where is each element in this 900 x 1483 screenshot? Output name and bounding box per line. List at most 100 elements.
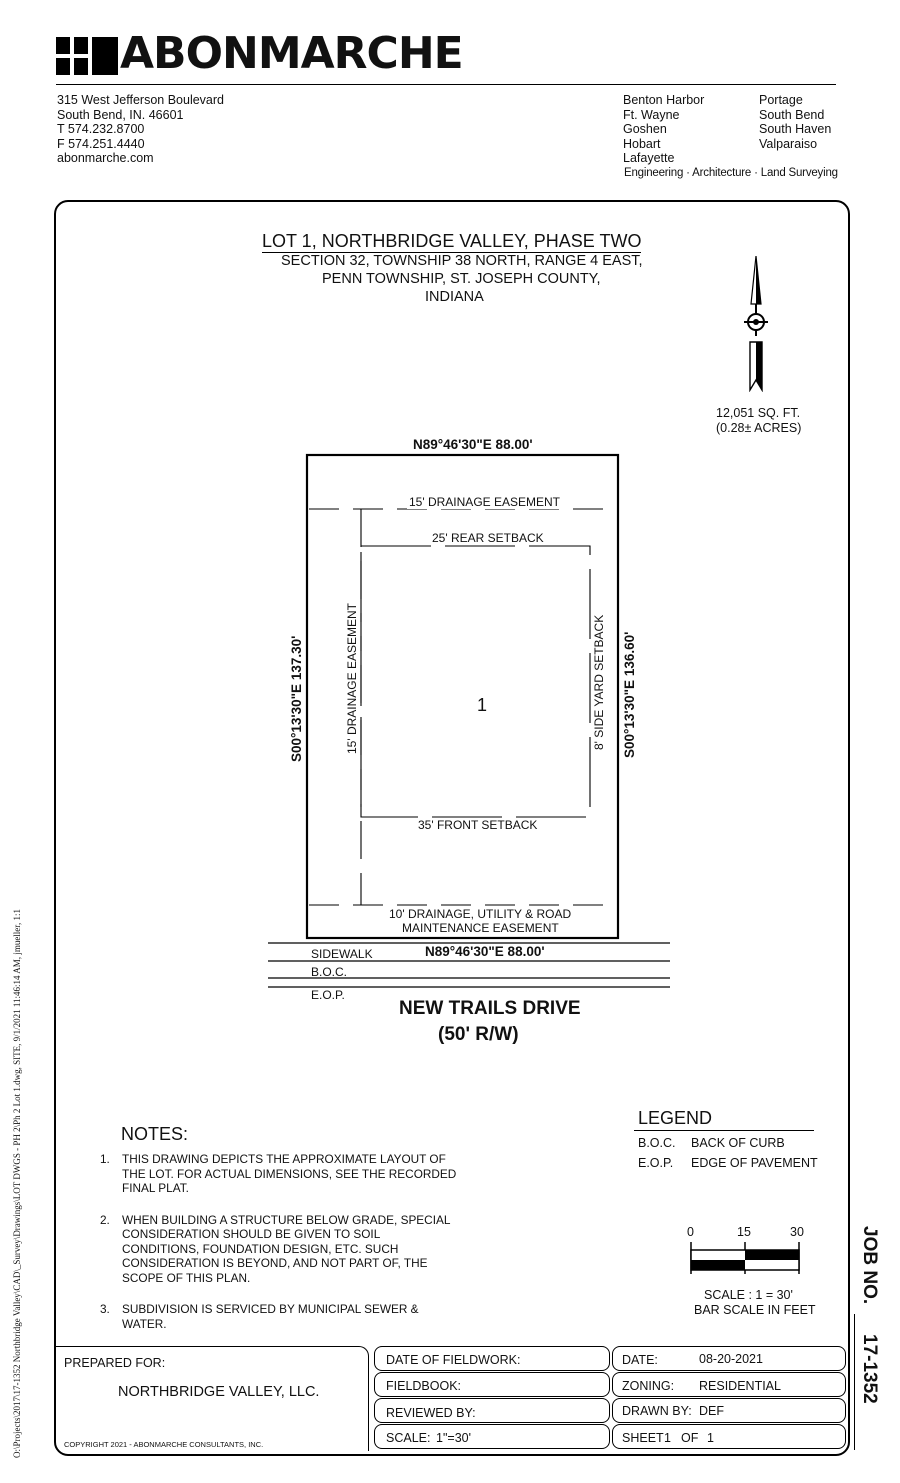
client-name: NORTHBRIDGE VALLEY, LLC. xyxy=(118,1384,320,1400)
logo-wordmark: ABONMARCHE xyxy=(120,28,464,79)
office-item: Valparaiso xyxy=(759,136,818,151)
logo-mark-icon xyxy=(56,37,118,75)
sheet-border xyxy=(54,200,850,1456)
job-rule xyxy=(854,1314,855,1450)
office-item: South Bend xyxy=(759,107,825,122)
legend-desc: BACK OF CURB xyxy=(691,1136,785,1150)
office-item: Goshen xyxy=(623,122,667,137)
office-list-2: Portage South Bend South Haven Valparais… xyxy=(759,93,831,151)
front-setback-label: 35' FRONT SETBACK xyxy=(418,818,538,832)
fieldwork-label: DATE OF FIELDWORK: xyxy=(386,1353,521,1367)
legend-desc: EDGE OF PAVEMENT xyxy=(691,1156,818,1170)
tb-cell-fieldbook xyxy=(374,1372,610,1397)
office-item: Ft. Wayne xyxy=(623,107,680,122)
plan-subtitle-3: INDIANA xyxy=(425,289,484,305)
note-text: WHEN BUILDING A STRUCTURE BELOW GRADE, S… xyxy=(122,1212,450,1285)
lot-area-acres: (0.28± ACRES) xyxy=(716,421,802,435)
office-item: Lafayette xyxy=(623,151,675,166)
bar-scale-caption: BAR SCALE IN FEET xyxy=(694,1303,816,1317)
sheet-of: OF xyxy=(681,1431,699,1445)
tb-cell-date xyxy=(612,1346,846,1371)
tb-cell-zoning xyxy=(612,1372,846,1397)
date-label: DATE: xyxy=(622,1353,658,1367)
north-arrow-icon xyxy=(744,256,768,392)
scale-tick-15: 15 xyxy=(737,1225,751,1239)
legend-heading: LEGEND xyxy=(638,1108,713,1128)
plan-subtitle-2: PENN TOWNSHIP, ST. JOSEPH COUNTY, xyxy=(322,271,601,287)
phone-line: T 574.232.8700 xyxy=(57,122,145,137)
tb-cell-sheet xyxy=(612,1424,846,1449)
side-easement-label: 15' DRAINAGE EASEMENT xyxy=(345,601,359,756)
prepared-for-box xyxy=(56,1346,369,1451)
zoning-value: RESIDENTIAL xyxy=(699,1379,781,1393)
left-bearing: S00°13'30"E 137.30' xyxy=(289,635,304,762)
note-item: 3. SUBDIVISION IS SERVICED BY MUNICIPAL … xyxy=(98,1302,458,1331)
office-list-1: Benton Harbor Ft. Wayne Goshen Hobart La… xyxy=(623,93,704,166)
office-item: South Haven xyxy=(759,122,832,137)
front-easement-label-2: MAINTENANCE EASEMENT xyxy=(402,921,559,935)
sheet-number: 1 xyxy=(664,1431,671,1445)
scale-value: 1"=30' xyxy=(436,1431,471,1445)
top-bearing: N89°46'30"E 88.00' xyxy=(413,437,533,452)
job-label: JOB NO. xyxy=(859,1226,880,1305)
sidewalk-label: SIDEWALK xyxy=(311,947,373,961)
note-number: 2. xyxy=(100,1212,110,1227)
plan-title: LOT 1, NORTHBRIDGE VALLEY, PHASE TWO xyxy=(262,231,642,253)
notes-list: 1. THIS DRAWING DEPICTS THE APPROXIMATE … xyxy=(98,1152,458,1331)
tb-cell-scale xyxy=(374,1424,610,1449)
tb-cell-drawn xyxy=(612,1398,846,1423)
front-easement-label-1: 10' DRAINAGE, UTILITY & ROAD xyxy=(389,907,572,921)
eop-label: E.O.P. xyxy=(311,988,345,1002)
prepared-for-label: PREPARED FOR: xyxy=(64,1356,166,1370)
drawn-by-label: DRAWN BY: xyxy=(622,1404,692,1418)
tb-cell-fieldwork xyxy=(374,1346,610,1371)
fax-line: F 574.251.4440 xyxy=(57,136,145,151)
notes-heading: NOTES: xyxy=(121,1124,189,1144)
scale-label: SCALE: xyxy=(386,1431,431,1445)
rear-setback-label: 25' REAR SETBACK xyxy=(430,531,546,545)
office-item: Portage xyxy=(759,93,803,107)
legend-rule xyxy=(634,1130,814,1131)
sheet-label: SHEET xyxy=(622,1431,664,1445)
office-item: Benton Harbor xyxy=(623,93,705,107)
lot-boundary xyxy=(305,453,620,940)
building-setback-line xyxy=(360,545,591,818)
legend-abbr: E.O.P. xyxy=(638,1156,674,1170)
lot-number: 1 xyxy=(477,695,488,715)
scale-tick-30: 30 xyxy=(790,1225,804,1239)
right-bearing: S00°13'30"E 136.60' xyxy=(622,631,637,758)
copyright: COPYRIGHT 2021 - ABONMARCHE CONSULTANTS,… xyxy=(64,1440,264,1449)
rear-easement-label: 15' DRAINAGE EASEMENT xyxy=(407,495,562,509)
note-item: 1. THIS DRAWING DEPICTS THE APPROXIMATE … xyxy=(98,1152,458,1196)
note-number: 1. xyxy=(100,1152,110,1166)
note-text: THIS DRAWING DEPICTS THE APPROXIMATE LAY… xyxy=(122,1152,457,1195)
plan-subtitle-1: SECTION 32, TOWNSHIP 38 NORTH, RANGE 4 E… xyxy=(281,253,643,269)
company-logo: ABONMARCHE xyxy=(56,28,464,79)
office-item: Hobart xyxy=(623,136,661,151)
services-line: Engineering · Architecture · Land Survey… xyxy=(624,167,838,179)
note-item: 2. WHEN BUILDING A STRUCTURE BELOW GRADE… xyxy=(98,1213,458,1286)
road-name: NEW TRAILS DRIVE xyxy=(399,998,581,1019)
note-text: SUBDIVISION IS SERVICED BY MUNICIPAL SEW… xyxy=(122,1302,419,1331)
tb-cell-reviewed xyxy=(374,1398,610,1423)
address-line: 315 West Jefferson Boulevard xyxy=(57,93,224,107)
boc-label: B.O.C. xyxy=(311,965,348,979)
note-number: 3. xyxy=(100,1302,110,1316)
side-setback-label: 8' SIDE YARD SETBACK xyxy=(592,612,606,752)
header-rule xyxy=(56,84,836,85)
scale-text: SCALE : 1 = 30' xyxy=(704,1288,793,1302)
bar-scale-graphic xyxy=(690,1242,800,1274)
website-link[interactable]: abonmarche.com xyxy=(57,151,154,166)
fieldbook-label: FIELDBOOK: xyxy=(386,1379,462,1393)
reviewed-label: REVIEWED BY: xyxy=(386,1406,476,1420)
zoning-label: ZONING: xyxy=(622,1379,675,1393)
road-right-of-way: (50' R/W) xyxy=(438,1024,519,1045)
drawn-by-value: DEF xyxy=(699,1404,724,1418)
bottom-bearing: N89°46'30"E 88.00' xyxy=(423,944,547,959)
job-number: 17-1352 xyxy=(859,1334,880,1404)
sheet-total: 1 xyxy=(707,1431,714,1445)
lot-area: 12,051 SQ. FT. xyxy=(716,406,801,420)
company-address: 315 West Jefferson Boulevard South Bend,… xyxy=(57,93,224,166)
date-value: 08-20-2021 xyxy=(699,1352,763,1366)
